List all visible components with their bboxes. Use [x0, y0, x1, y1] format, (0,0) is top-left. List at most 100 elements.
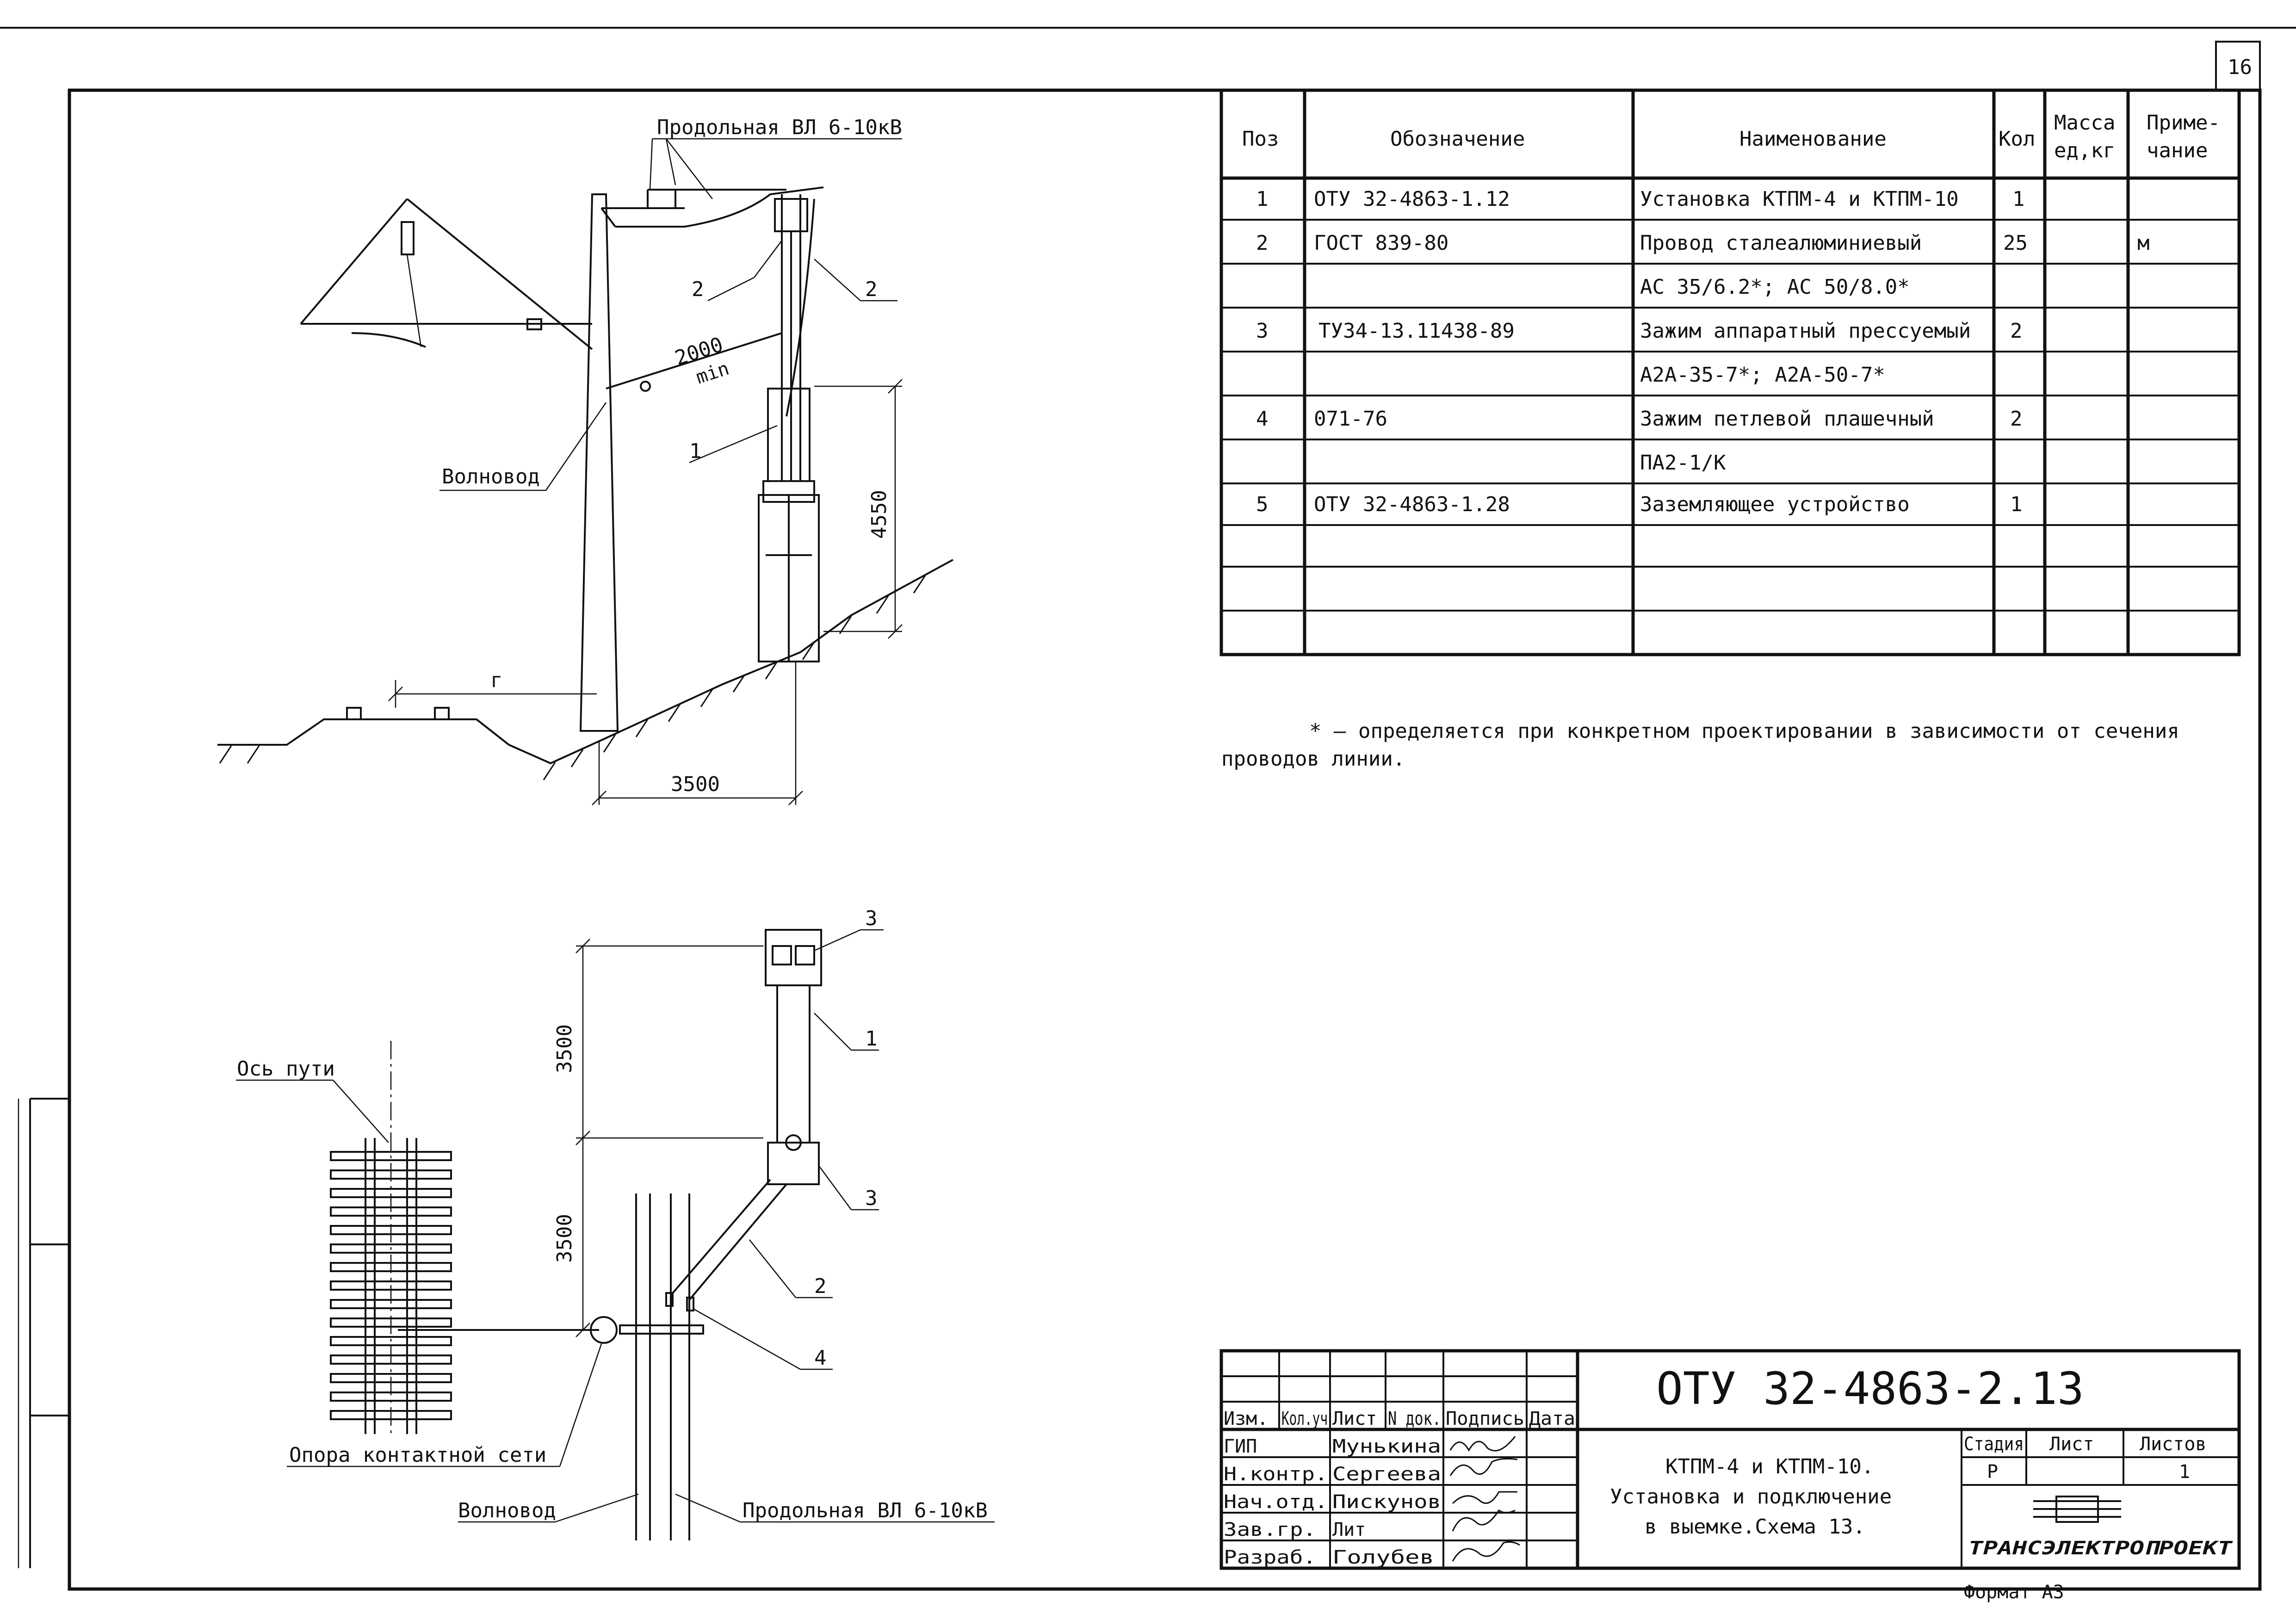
- tb-col-rev: Изм.: [1224, 1408, 1268, 1429]
- signature-2: [1449, 1458, 1518, 1476]
- tb-name-ncontr: Сергеева: [1332, 1464, 1441, 1485]
- dim-3500-upper: 3500: [553, 1024, 576, 1073]
- tb-col-qty: Кол.уч: [1281, 1408, 1328, 1429]
- footnote-line-1: * – определяется при конкретном проектир…: [1309, 719, 2179, 743]
- col-header-name: Наименование: [1739, 127, 1887, 151]
- doc-description-3: в выемке.Схема 13.: [1645, 1515, 1865, 1539]
- dim-3500-lower: 3500: [553, 1214, 576, 1263]
- tb-col-date: Дата: [1529, 1408, 1575, 1429]
- tb-stage-value: Р: [1987, 1461, 1998, 1483]
- title-block: [1219, 1349, 2241, 1570]
- label-vl-top: Продольная ВЛ 6-10кВ: [657, 116, 902, 139]
- tb-role-zavgr: Зав.гр.: [1224, 1519, 1316, 1540]
- label-track-axis: Ось пути: [237, 1057, 335, 1081]
- cell-designation: ГОСТ 839-80: [1314, 231, 1448, 255]
- tb-role-gip: ГИП: [1224, 1436, 1257, 1457]
- cell-designation: ТУ34-13.11438-89: [1318, 319, 1515, 343]
- tb-col-sheet: Лист: [1332, 1408, 1377, 1429]
- callout-1-bottom: 1: [865, 1027, 878, 1051]
- tb-name-gip: Мунькина: [1332, 1436, 1441, 1457]
- tb-sheets-value: 1: [2179, 1461, 2190, 1483]
- callout-2a-top: 2: [692, 278, 704, 301]
- callout-4-bottom: 4: [814, 1346, 827, 1370]
- page-number: 16: [2228, 56, 2252, 79]
- tb-role-ncontr: Н.контр.: [1224, 1464, 1328, 1485]
- cell-name: АС 35/6.2*; АС 50/8.0*: [1640, 275, 1910, 299]
- col-header-note-1: Приме-: [2147, 111, 2220, 135]
- tb-sheet-label: Лист: [2049, 1434, 2094, 1455]
- table-row: 5 ОТУ 32-4863-1.28 Заземляющее устройств…: [1256, 493, 2023, 516]
- tb-name-zavgr: Лит: [1332, 1519, 1366, 1540]
- callout-2b-top: 2: [865, 278, 878, 301]
- cell-pos: 3: [1256, 319, 1269, 343]
- table-row: 3 ТУ34-13.11438-89 Зажим аппаратный прес…: [1256, 319, 2023, 343]
- callout-2-bottom: 2: [814, 1274, 827, 1298]
- cell-name: Зажим аппаратный прессуемый: [1640, 319, 1971, 343]
- sheet-format: Формат А3: [1964, 1582, 2064, 1603]
- dim-4550: 4550: [867, 490, 891, 539]
- tb-organization: ТРАНСЭЛЕКТРОПРОЕКТ: [1968, 1538, 2234, 1559]
- dim-g: г: [490, 668, 503, 692]
- cell-name: Установка КТПМ-4 и КТПМ-10: [1640, 187, 1959, 211]
- cell-qty: 2: [2010, 319, 2023, 343]
- cell-name: Провод сталеалюминиевый: [1640, 231, 1922, 255]
- doc-description-2: Установка и подключение: [1610, 1485, 1892, 1509]
- table-row: А2А-35-7*; А2А-50-7*: [1640, 363, 1885, 387]
- table-row: ПА2-1/К: [1640, 451, 1726, 475]
- col-header-qty: Кол: [1999, 127, 2035, 151]
- col-header-pos: Поз: [1242, 127, 1279, 151]
- track-sleepers: [330, 1151, 452, 1420]
- tb-name-nachotd: Пискунов: [1332, 1491, 1441, 1513]
- callout-1-top: 1: [689, 439, 702, 463]
- cell-note: м: [2137, 231, 2150, 255]
- table-row: 1 ОТУ 32-4863-1.12 Установка КТПМ-4 и КТ…: [1256, 187, 2025, 211]
- cell-pos: 2: [1256, 231, 1269, 255]
- footnote-line-2: проводов линии.: [1221, 747, 1405, 771]
- signature-4: [1452, 1509, 1516, 1532]
- table-row: АС 35/6.2*; АС 50/8.0*: [1640, 275, 1910, 299]
- tb-name-razrab: Голубев: [1332, 1547, 1434, 1568]
- label-vl-bottom: Продольная ВЛ 6-10кВ: [743, 1499, 988, 1522]
- callout-3a-bottom: 3: [865, 907, 878, 930]
- sheet-frame: [0, 27, 2296, 1591]
- cell-pos: 5: [1256, 493, 1269, 516]
- tb-stage-label: Стадия: [1964, 1434, 2024, 1455]
- signature-1: [1449, 1436, 1516, 1452]
- cell-qty: 25: [2003, 231, 2028, 255]
- cell-designation: ОТУ 32-4863-1.12: [1314, 187, 1510, 211]
- cell-pos: 4: [1256, 407, 1269, 431]
- cell-name: А2А-35-7*; А2А-50-7*: [1640, 363, 1885, 387]
- col-header-designation: Обозначение: [1390, 127, 1525, 151]
- tb-role-nachotd: Нач.отд.: [1224, 1491, 1328, 1513]
- signature-3: [1452, 1491, 1517, 1504]
- label-waveguide-top: Волновод: [442, 465, 540, 489]
- label-catenary-pole: Опора контактной сети: [289, 1443, 546, 1467]
- col-header-mass-1: Масса: [2054, 111, 2115, 135]
- document-code: ОТУ 32-4863-2.13: [1656, 1363, 2084, 1415]
- cell-qty: 1: [2010, 493, 2023, 516]
- col-header-note-2: чание: [2147, 139, 2208, 162]
- cell-qty: 1: [2012, 187, 2025, 211]
- spec-table: [1219, 88, 2241, 656]
- col-header-mass-2: ед,кг: [2054, 139, 2115, 162]
- tb-col-docno: N док.: [1388, 1408, 1441, 1429]
- cell-name: ПА2-1/К: [1640, 451, 1726, 475]
- cell-qty: 2: [2010, 407, 2023, 431]
- label-waveguide-bottom: Волновод: [458, 1499, 556, 1522]
- dim-3500-top: 3500: [671, 773, 720, 796]
- doc-description-1: КТПМ-4 и КТПМ-10.: [1665, 1455, 1874, 1478]
- cell-pos: 1: [1256, 187, 1269, 211]
- tb-sheets-label: Листов: [2140, 1434, 2207, 1455]
- plan-view-drawing: [236, 929, 995, 1540]
- signature-5: [1452, 1541, 1520, 1562]
- cell-designation: ОТУ 32-4863-1.28: [1314, 493, 1510, 516]
- table-row: 2 ГОСТ 839-80 Провод сталеалюминиевый 25…: [1256, 231, 2150, 255]
- section-view-drawing: [217, 138, 953, 805]
- cell-name: Заземляющее устройство: [1640, 493, 1910, 516]
- table-row: 4 071-76 Зажим петлевой плашечный 2: [1256, 407, 2023, 431]
- tb-role-razrab: Разраб.: [1224, 1547, 1316, 1568]
- callout-3b-bottom: 3: [865, 1187, 878, 1210]
- cell-name: Зажим петлевой плашечный: [1640, 407, 1934, 431]
- tb-col-signature: Подпись: [1446, 1408, 1524, 1429]
